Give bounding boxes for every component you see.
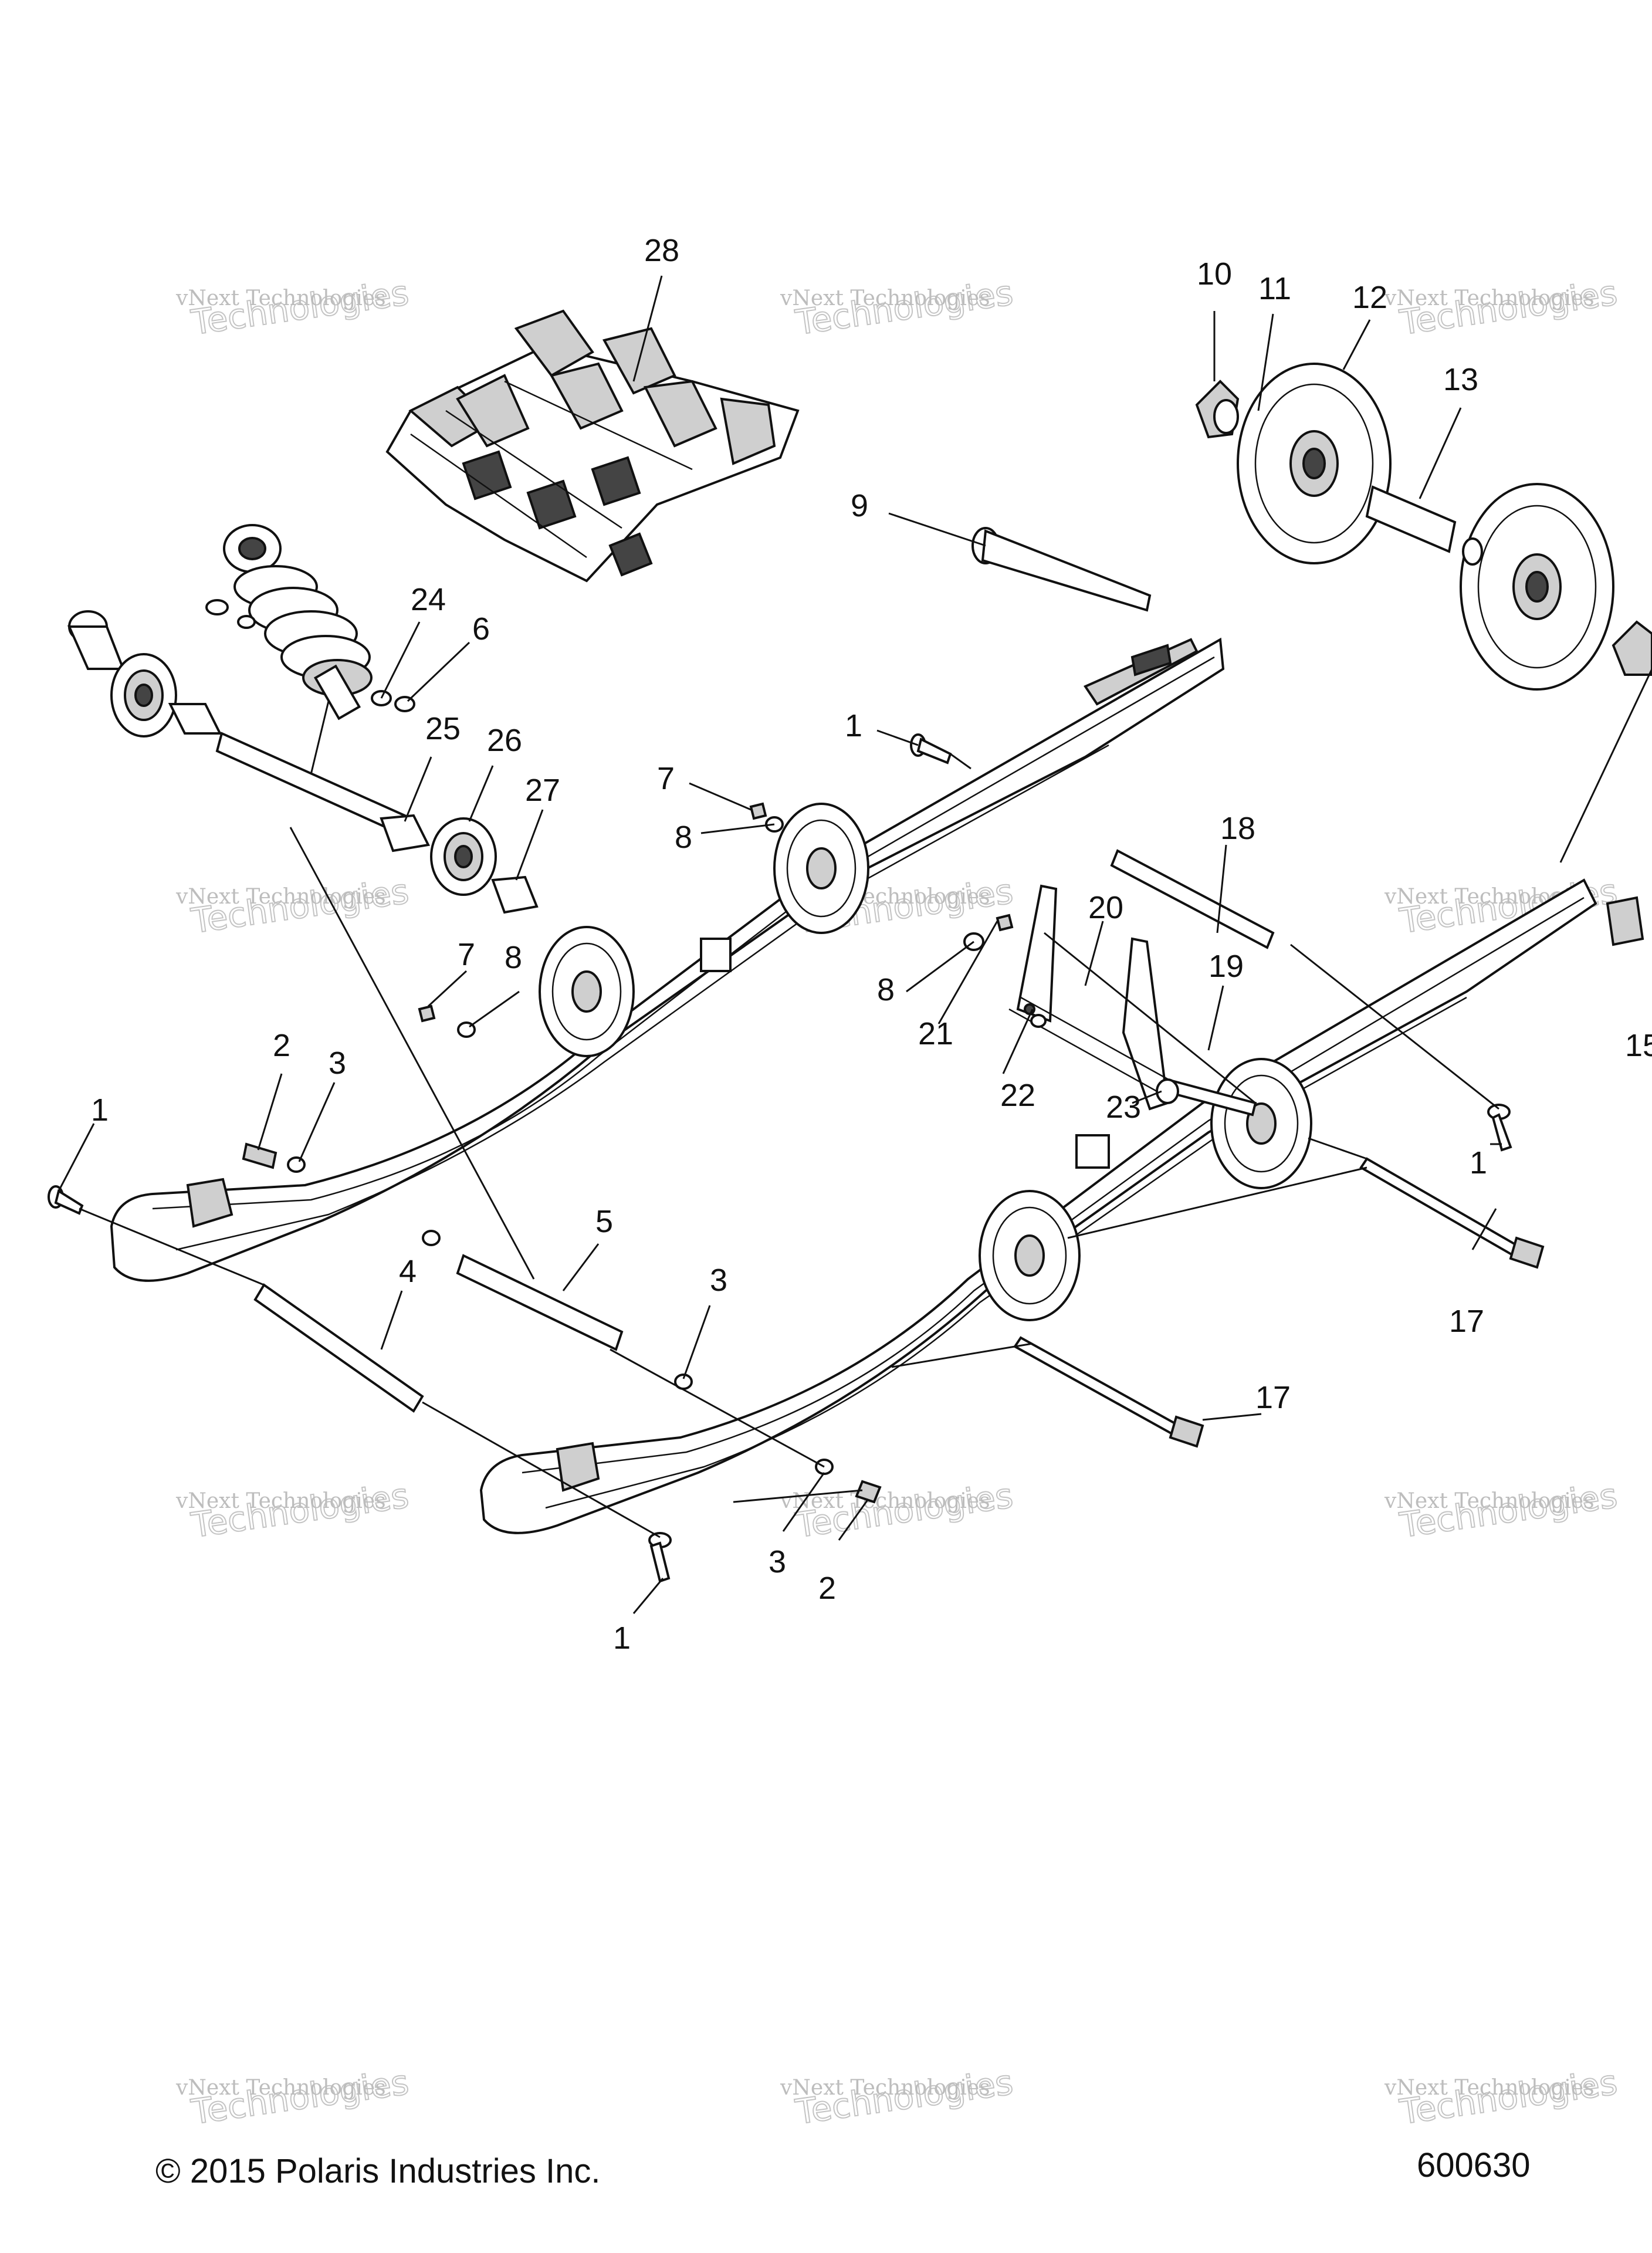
callout-6: 6 — [472, 611, 490, 647]
callout-12: 12 — [1352, 280, 1387, 315]
spacer-left-part — [168, 703, 222, 735]
callout-15: 15 — [1625, 1028, 1652, 1063]
callouts: 28 10 11 12 13 9 24 6 25 26 27 1 7 8 18 … — [91, 233, 1652, 1656]
right-rail-part — [479, 878, 1644, 1534]
callout-7: 7 — [458, 937, 475, 972]
callout-2: 2 — [818, 1571, 836, 1606]
watermark-text: vNext Technologies — [780, 2076, 990, 2100]
left-rail-part — [110, 637, 1225, 1282]
wheel-cap-part — [1195, 380, 1240, 439]
copyright-text: © 2015 Polaris Industries Inc. — [155, 2152, 600, 2190]
callout-8: 8 — [675, 820, 692, 855]
leader-lines — [57, 275, 1652, 1614]
callout-18: 18 — [1220, 811, 1255, 846]
watermark-low-right: Technologies vNext Technologies — [1384, 1475, 1620, 1546]
callout-10: 10 — [1197, 256, 1232, 292]
callout-1: 1 — [91, 1092, 109, 1128]
diagram-id: 600630 — [1417, 2146, 1531, 2184]
callout-27: 27 — [525, 773, 560, 808]
bogie-wheel-mid-part — [773, 803, 869, 934]
watermark-text: vNext Technologies — [175, 1489, 386, 1513]
callout-3: 3 — [710, 1263, 727, 1298]
callout-5: 5 — [595, 1204, 613, 1239]
callout-26: 26 — [487, 723, 522, 758]
callout-25: 25 — [425, 711, 461, 746]
watermark-bottom-right: Technologies vNext Technologies — [1384, 2062, 1620, 2133]
watermark-text: vNext Technologies — [1384, 286, 1595, 310]
callout-1: 1 — [845, 708, 862, 743]
bushing-left-part — [67, 610, 125, 670]
bogie-wheel-right-front-part — [979, 1190, 1081, 1321]
idler-wheel-upper-right-part — [1460, 483, 1614, 691]
watermark-text: vNext Technologies — [175, 885, 386, 909]
callout-24: 24 — [411, 582, 446, 617]
callout-11: 11 — [1258, 271, 1291, 306]
track-section-part — [385, 309, 800, 583]
bolt-17-lower-part — [1013, 1336, 1204, 1448]
bogie-wheel-left-part — [539, 926, 635, 1057]
watermark-top-center: Technologies vNext Technologies — [780, 272, 1016, 343]
bogie-wheel-right-rear-part — [1210, 1058, 1312, 1189]
watermark-top-left: Technologies vNext Technologies — [175, 272, 412, 343]
shaft-4-part — [253, 1283, 424, 1413]
wheel-spacer-part — [1365, 485, 1457, 553]
bolt-17-upper-part — [1359, 1157, 1545, 1269]
callout-23: 23 — [1106, 1090, 1141, 1125]
callout-1: 1 — [613, 1621, 631, 1656]
callout-20: 20 — [1088, 890, 1123, 925]
spacer-25-part — [380, 814, 430, 853]
cross-shaft-part — [971, 527, 1152, 612]
callout-8: 8 — [877, 972, 895, 1007]
callout-3: 3 — [769, 1544, 786, 1579]
callout-17: 17 — [1449, 1304, 1484, 1339]
watermark-text: vNext Technologies — [1384, 2076, 1595, 2100]
watermark-mid-left: Technologies vNext Technologies — [175, 871, 412, 942]
callout-28: 28 — [644, 233, 679, 268]
bearing-left-part — [110, 653, 177, 738]
shaft-5-part — [456, 1254, 624, 1351]
callout-21: 21 — [918, 1016, 953, 1051]
callout-1: 1 — [1470, 1145, 1487, 1180]
callout-7: 7 — [657, 761, 675, 796]
callout-8: 8 — [505, 940, 522, 975]
callout-19: 19 — [1208, 949, 1244, 984]
spacer-27-part — [491, 875, 539, 914]
shock-absorber-part — [223, 524, 373, 720]
callout-2: 2 — [273, 1028, 290, 1063]
watermark-text: vNext Technologies — [175, 286, 386, 310]
watermark-text: vNext Technologies — [780, 286, 990, 310]
watermark-top-right: Technologies vNext Technologies — [1384, 272, 1620, 343]
callout-4: 4 — [399, 1254, 417, 1289]
watermark-bottom-left: Technologies vNext Technologies — [175, 2062, 412, 2133]
watermark-bottom-center: Technologies vNext Technologies — [780, 2062, 1016, 2133]
callout-3: 3 — [329, 1046, 346, 1081]
bearing-26-part — [430, 817, 497, 896]
shock-shaft-part — [215, 732, 407, 835]
watermark-text: vNext Technologies — [780, 1489, 990, 1513]
wheel-cap-right-part — [1612, 620, 1652, 676]
watermark-low-left: Technologies vNext Technologies — [175, 1475, 412, 1546]
callout-9: 9 — [851, 488, 868, 523]
watermark-text: vNext Technologies — [1384, 1489, 1595, 1513]
callout-22: 22 — [1000, 1078, 1035, 1113]
callout-17: 17 — [1255, 1380, 1291, 1415]
shaft-18-part — [1110, 849, 1275, 949]
nut-part — [418, 802, 1014, 1023]
callout-13: 13 — [1443, 362, 1478, 397]
bolt-part — [48, 733, 1512, 1583]
idler-wheel-upper-part — [1237, 363, 1392, 564]
watermark-text: vNext Technologies — [175, 2076, 386, 2100]
